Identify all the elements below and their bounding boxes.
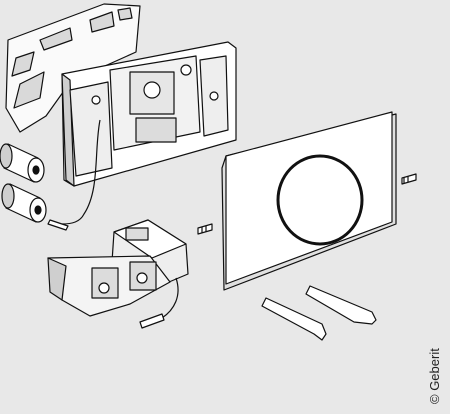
installation-key-left <box>261 297 327 341</box>
installation-key-right <box>305 285 377 325</box>
screw-right <box>401 173 417 185</box>
battery-bottom <box>1 183 47 223</box>
valve-module <box>47 219 189 317</box>
battery-top <box>0 143 45 183</box>
module-cable <box>139 277 179 329</box>
actuator-frame <box>61 41 237 187</box>
cover-plate <box>221 111 397 291</box>
screw-left <box>197 223 213 235</box>
copyright-credit: © Geberit <box>427 348 442 404</box>
flush-sensor-ring <box>276 154 364 246</box>
sensor-cable <box>47 119 101 231</box>
mounting-bracket <box>5 3 141 133</box>
